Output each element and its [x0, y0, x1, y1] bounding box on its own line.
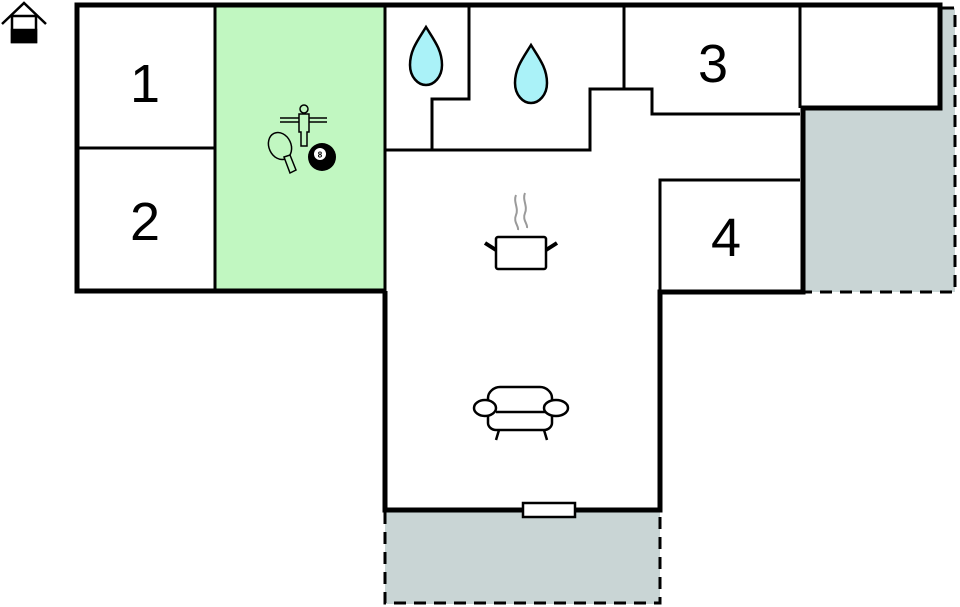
terrace-south: [383, 510, 662, 605]
room-3-label: 3: [698, 34, 728, 94]
sofa-icon: [472, 385, 570, 441]
window: [521, 501, 577, 519]
activity-room: [215, 6, 385, 291]
svg-text:8: 8: [318, 151, 323, 160]
cooking-pot-icon: [483, 192, 559, 271]
water-drop-icon: [408, 24, 444, 87]
billiard-ball-icon: 8: [308, 143, 336, 171]
water-drop-icon: [513, 42, 549, 105]
interior-walls: [78, 6, 802, 292]
room-1-label: 1: [130, 54, 160, 114]
table-tennis-icon: [267, 131, 297, 175]
house-icon: [1, 1, 47, 44]
room-4-label: 4: [711, 208, 741, 268]
foosball-icon: [280, 104, 327, 147]
room-2-label: 2: [130, 192, 160, 252]
